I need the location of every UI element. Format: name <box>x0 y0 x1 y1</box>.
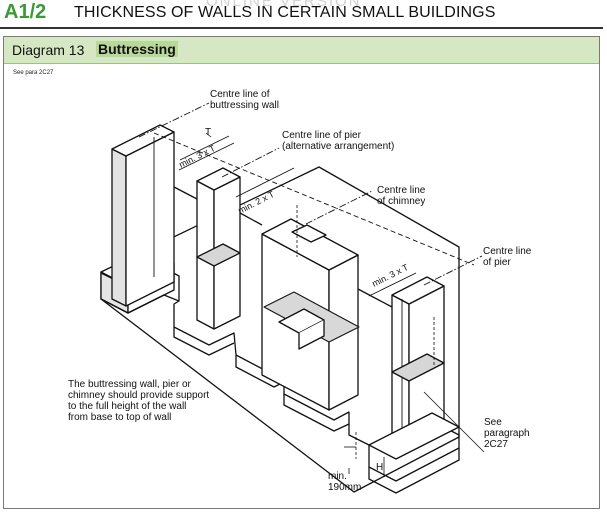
label-centre-pier-2: of pier <box>483 257 511 268</box>
label-centre-pier-1: Centre line <box>483 246 532 257</box>
label-centre-chimney-1: Centre line <box>377 185 426 196</box>
label-centre-pier-alt-1: Centre line of pier <box>282 130 362 141</box>
diagram-frame: Diagram 13 Buttressing See para 2C27 <box>3 36 600 509</box>
support-note-line: chimney should provide support <box>68 390 210 401</box>
centre-lines <box>138 102 483 286</box>
section-code: A1/2 <box>4 1 47 23</box>
label-min-190-2: 190mm <box>328 482 361 493</box>
label-dim-3t-a: min. 3 x T <box>177 143 217 170</box>
label-min-190-1: min. <box>328 471 347 482</box>
label-centre-chimney-2: of chimney <box>377 196 425 207</box>
label-see-3: 2C27 <box>484 439 508 450</box>
support-note: The buttressing wall, pier or chimney sh… <box>68 379 209 423</box>
label-centre-buttressing-2: buttressing wall <box>210 100 279 111</box>
pier-right <box>368 276 460 460</box>
label-see-1: See <box>484 417 502 428</box>
header-rule <box>0 27 603 29</box>
page-header: A1/2 ONLINE VERSION THICKNESS OF WALLS I… <box>0 0 607 30</box>
chimney <box>261 218 360 411</box>
label-centre-buttressing-1: Centre line of <box>210 89 270 100</box>
diagram-title-bar: Diagram 13 Buttressing <box>4 37 599 64</box>
label-dim-t: T <box>205 127 211 138</box>
buttressing-wall <box>111 124 175 307</box>
dimension-lines <box>178 132 485 477</box>
diagram-number: Diagram 13 <box>12 42 85 58</box>
diagram-name: Buttressing <box>96 41 178 57</box>
support-note-line: to the full height of the wall <box>68 401 187 412</box>
support-note-line: The buttressing wall, pier or <box>68 379 191 390</box>
label-dim-h: H <box>376 462 383 473</box>
support-note-line: from base to top of wall <box>68 412 172 423</box>
watermark: ONLINE VERSION <box>206 0 362 10</box>
label-see-2: paragraph <box>484 428 530 439</box>
buttressing-drawing: Centre line of buttressing wall Centre l… <box>100 89 532 494</box>
see-para-reference: See para 2C27 <box>13 70 54 76</box>
label-centre-pier-alt-2: (alternative arrangement) <box>282 141 394 152</box>
section-title: THICKNESS OF WALLS IN CERTAIN SMALL BUIL… <box>74 4 496 21</box>
pier-alternative <box>196 167 241 330</box>
